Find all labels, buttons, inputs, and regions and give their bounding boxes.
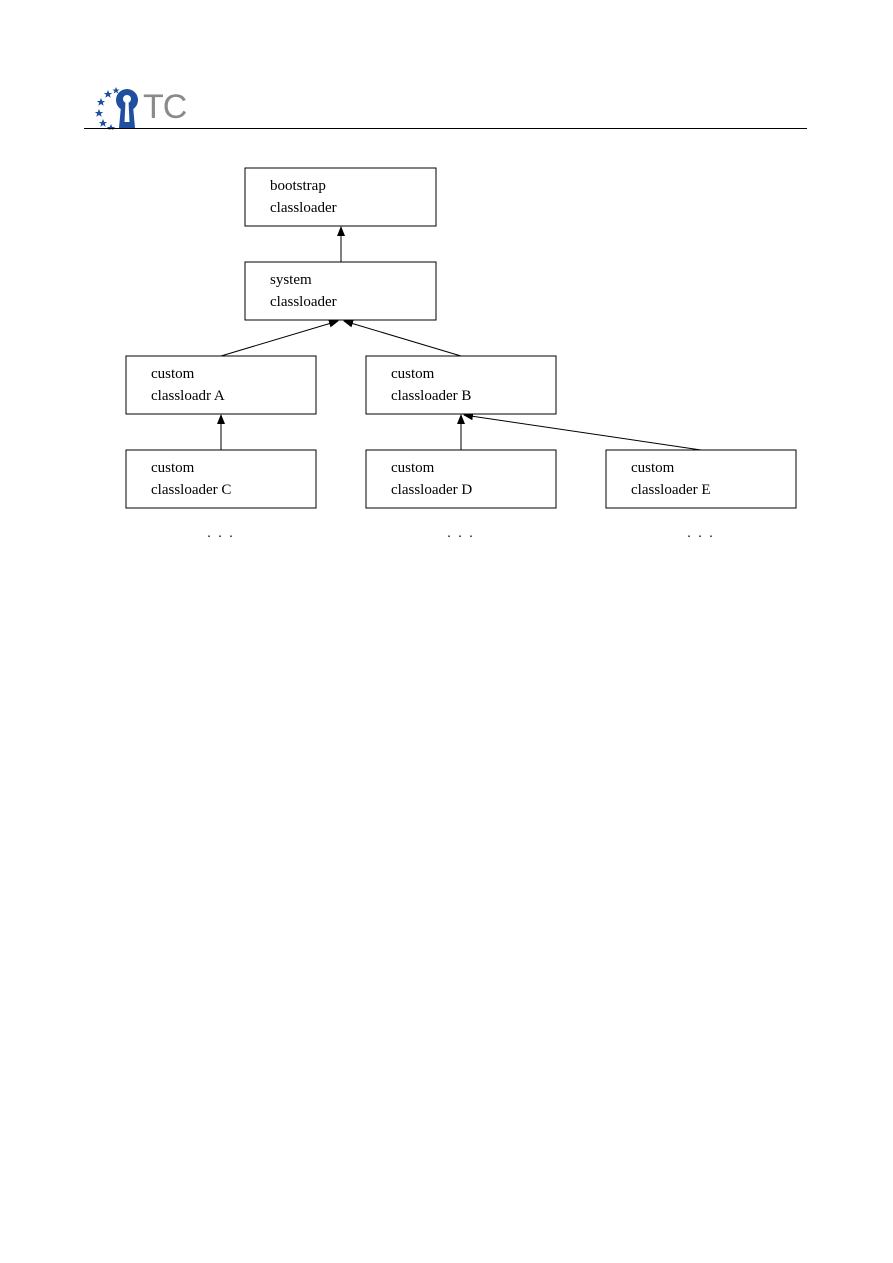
node-label-line2: classloader <box>270 294 337 310</box>
node-label-line2: classloadr A <box>151 388 225 404</box>
continuation-dots-layer: . . . . . . . . . <box>207 526 715 541</box>
logo-text: TC <box>143 88 187 126</box>
node-box <box>605 449 797 509</box>
node-d: custom classloader D <box>365 449 557 509</box>
itc-logo <box>94 87 138 130</box>
edge-b-to-system <box>343 319 462 357</box>
continuation-dots: . . . <box>687 526 715 541</box>
node-a: custom classloadr A <box>125 355 317 415</box>
node-bootstrap: bootstrap classloader <box>244 167 437 227</box>
node-c: custom classloader C <box>125 449 317 509</box>
node-label-line1: system <box>270 272 312 288</box>
node-label-line2: classloader <box>270 200 337 216</box>
nodes-layer: bootstrap classloader system classloader cus… <box>125 167 797 509</box>
node-system: system classloader <box>244 261 437 321</box>
node-box <box>125 355 317 415</box>
node-label-line1: custom <box>151 460 195 476</box>
header-rule <box>84 128 807 129</box>
node-label-line1: custom <box>391 460 435 476</box>
edges-layer <box>217 226 702 451</box>
classloader-hierarchy-diagram: bootstrap classloader system classloader cus… <box>125 167 797 541</box>
page-header: TC <box>0 0 893 140</box>
node-label-line1: custom <box>151 366 195 382</box>
node-b: custom classloader B <box>365 355 557 415</box>
node-label-line2: classloader C <box>151 482 231 498</box>
edge-e-to-b <box>463 412 702 451</box>
node-label-line1: bootstrap <box>270 178 326 194</box>
node-label-line1: custom <box>631 460 675 476</box>
keyhole-icon <box>116 89 138 128</box>
node-label-line2: classloader D <box>391 482 472 498</box>
node-e: custom classloader E <box>605 449 797 509</box>
continuation-dots: . . . <box>207 526 235 541</box>
node-box <box>244 167 437 227</box>
node-box <box>125 449 317 509</box>
node-label-line2: classloader E <box>631 482 711 498</box>
continuation-dots: . . . <box>447 526 475 541</box>
node-box <box>365 449 557 509</box>
node-box <box>365 355 557 415</box>
edge-a-to-system <box>220 319 339 357</box>
node-label-line1: custom <box>391 366 435 382</box>
node-box <box>244 261 437 321</box>
node-label-line2: classloader B <box>391 388 471 404</box>
